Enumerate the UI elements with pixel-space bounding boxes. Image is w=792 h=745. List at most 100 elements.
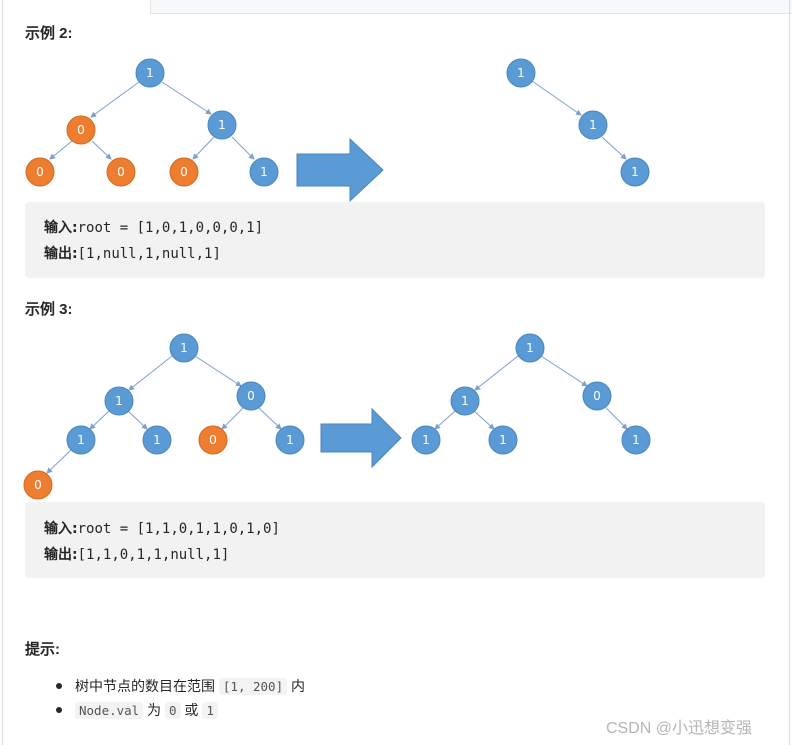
tree-node: 0 [198, 425, 228, 455]
tree-edge [221, 407, 244, 430]
bullet-icon [56, 707, 62, 713]
tree-node: 1 [506, 58, 536, 88]
tree-node: 1 [488, 425, 518, 455]
left-border [2, 0, 3, 745]
example-2-input-line: 输入:root = [1,0,1,0,0,0,1] [44, 217, 263, 237]
tree-node: 1 [578, 110, 608, 140]
node-label: 1 [218, 118, 226, 132]
example-2-output-line: 输出:[1,null,1,null,1] [44, 243, 221, 263]
example-2-figure: 1 0 1 0 0 0 1 1 1 1 [25, 58, 650, 203]
node-label: 0 [36, 165, 44, 179]
example-3-heading: 示例 3: [25, 301, 73, 318]
tree-edge [434, 410, 456, 430]
output-label: 输出: [44, 547, 78, 563]
tree-edge [161, 81, 212, 115]
node-label: 0 [34, 478, 42, 492]
tree-edge [46, 449, 72, 474]
input-value: root = [1,1,0,1,1,0,1,0] [77, 521, 280, 537]
node-label: 1 [286, 433, 294, 447]
tree-node: 0 [106, 157, 136, 187]
tree-node: 1 [275, 425, 305, 455]
tree-edge [474, 355, 519, 391]
tree-edge [601, 136, 627, 160]
node-label: 1 [422, 433, 430, 447]
right-border [789, 0, 790, 745]
tree-node: 1 [66, 425, 96, 455]
hint-text: 为 [143, 702, 165, 718]
example-2-tree-before: 1 0 1 0 0 0 1 [25, 58, 279, 187]
tree-node: 1 [135, 58, 165, 88]
node-label: 1 [517, 66, 525, 80]
example-2-tree-after: 1 1 1 [506, 58, 650, 187]
transform-arrow-icon [320, 407, 402, 469]
tree-edge [194, 355, 242, 387]
bullet-icon [56, 683, 62, 689]
node-label: 1 [631, 165, 639, 179]
example-3-figure: 1 1 0 1 1 0 1 0 1 1 0 1 1 1 [23, 333, 651, 500]
output-label: 输出: [44, 246, 78, 262]
tree-node: 1 [104, 386, 134, 416]
watermark: CSDN @小迅想变强 [606, 720, 753, 737]
tree-node: 1 [620, 157, 650, 187]
tree-node: 0 [236, 381, 266, 411]
tree-node: 0 [582, 381, 612, 411]
node-label: 1 [115, 394, 123, 408]
input-label: 输入: [44, 220, 78, 236]
tree-node: 0 [169, 157, 199, 187]
hints-heading: 提示: [25, 641, 60, 658]
tree-edge [128, 355, 173, 391]
input-value: root = [1,0,1,0,0,0,1] [77, 220, 264, 236]
node-label: 0 [209, 433, 217, 447]
top-bar-shade [150, 0, 792, 14]
node-label: 0 [180, 165, 188, 179]
output-value: [1,1,0,1,1,null,1] [77, 547, 230, 563]
input-label: 输入: [44, 521, 78, 537]
tree-node: 1 [142, 425, 172, 455]
hint-code: 1 [202, 702, 218, 719]
tree-node: 0 [25, 157, 55, 187]
tree-node: 0 [66, 115, 96, 145]
tree-edge [540, 355, 588, 387]
node-label: 1 [499, 433, 507, 447]
example-3-output-line: 输出:[1,1,0,1,1,null,1] [44, 544, 229, 564]
tree-node: 1 [515, 333, 545, 363]
node-label: 0 [117, 165, 125, 179]
tree-node: 1 [411, 425, 441, 455]
example-3-tree-after: 1 1 0 1 1 1 [411, 333, 651, 455]
tree-node: 1 [169, 333, 199, 363]
example-3-code-block: 输入:root = [1,1,0,1,1,0,1,0] 输出:[1,1,0,1,… [25, 502, 765, 578]
node-label: 1 [461, 394, 469, 408]
hint-code: [1, 200] [218, 678, 288, 695]
node-label: 1 [180, 341, 188, 355]
tree-edge [127, 410, 148, 430]
node-label: 1 [632, 433, 640, 447]
example-3-tree-before: 1 1 0 1 1 0 1 0 [23, 333, 305, 500]
tree-node: 1 [249, 157, 279, 187]
node-label: 1 [526, 341, 534, 355]
hint-code: 0 [165, 702, 181, 719]
tree-edge [258, 407, 282, 430]
transform-arrow-icon [296, 137, 384, 203]
tree-node: 1 [621, 425, 651, 455]
tree-edge [90, 81, 140, 118]
tree-node: 1 [450, 386, 480, 416]
node-label: 0 [593, 389, 601, 403]
hint-text: 树中节点的数目在范围 [75, 678, 219, 694]
tree-edge [192, 136, 215, 160]
node-label: 1 [153, 433, 161, 447]
hint-text: 内 [287, 678, 305, 694]
tree-edge [531, 80, 582, 116]
output-value: [1,null,1,null,1] [77, 246, 221, 262]
node-label: 0 [77, 123, 85, 137]
example-3-input-line: 输入:root = [1,1,0,1,1,0,1,0] [44, 518, 280, 538]
example-2-heading: 示例 2: [25, 25, 73, 42]
node-label: 1 [77, 433, 85, 447]
top-bar [0, 0, 792, 14]
tree-edge [91, 140, 112, 160]
node-label: 0 [247, 389, 255, 403]
node-label: 1 [589, 118, 597, 132]
node-label: 1 [146, 66, 154, 80]
hint-text: 或 [180, 702, 203, 718]
tree-edge [473, 410, 495, 430]
tree-edge [231, 136, 255, 160]
